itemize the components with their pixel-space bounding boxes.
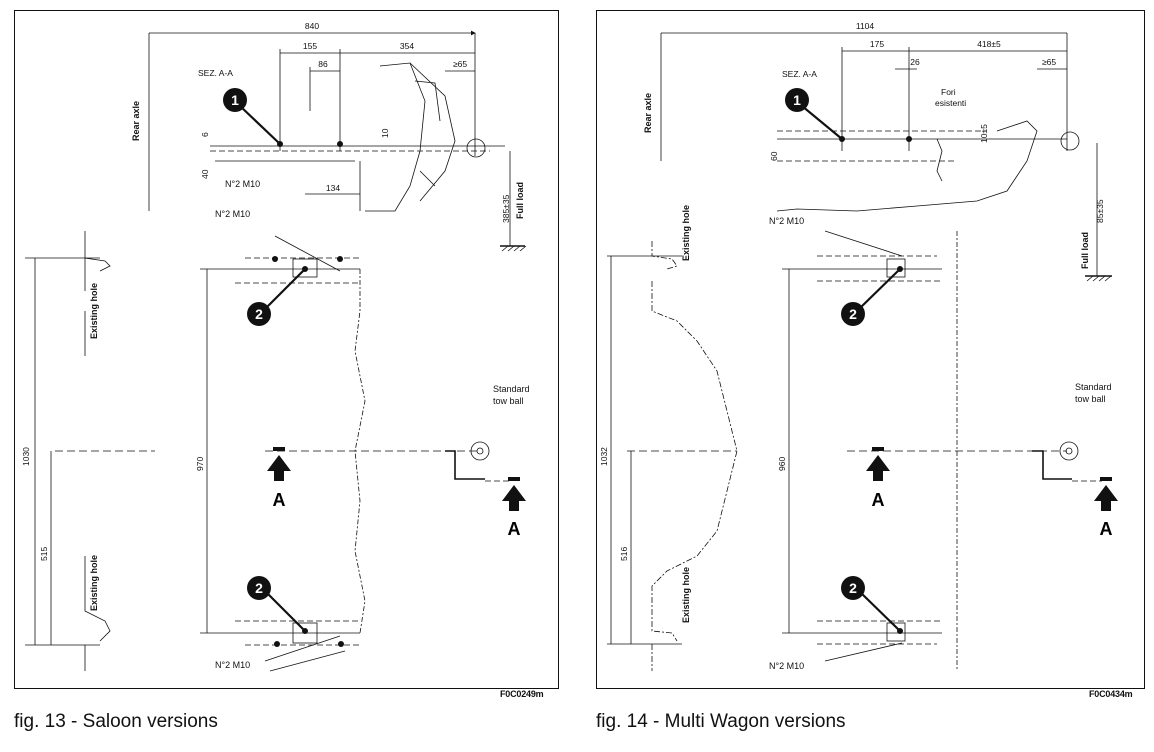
dim-overall: 840	[305, 21, 319, 31]
section-label: SEZ. A-A	[198, 68, 233, 78]
callout-2-bottom-badge-2	[841, 576, 865, 600]
rear-axle-label: Rear axle	[131, 101, 141, 141]
figure-13-drawing: 1 2 2 A A 840 155 86 354 ≥65 SEZ. A-A 6 …	[21, 21, 530, 672]
dim-86: 86	[318, 59, 328, 69]
callout-2-bottom-badge	[247, 576, 271, 600]
bolts-label-section: N°2 M10	[225, 179, 260, 189]
bolts-label-bottom-2: N°2 M10	[769, 661, 804, 671]
holes-label-2: esistenti	[935, 98, 966, 108]
callout-1-text-2: 1	[793, 92, 801, 108]
dim-418: 418±5	[977, 39, 1001, 49]
dim-height: 385±35	[501, 194, 511, 223]
full-load-label-2: Full load	[1080, 232, 1090, 269]
callout-2-top-text-2: 2	[849, 306, 857, 322]
dim-spacing: 1030	[21, 447, 31, 466]
bolts-label-top: N°2 M10	[215, 209, 250, 219]
figure-13-code: F0C0249m	[500, 689, 544, 699]
dim-60: 60	[769, 151, 779, 161]
bolts-label-bottom: N°2 M10	[215, 660, 250, 670]
figure-14-caption: fig. 14 - Multi Wagon versions	[596, 711, 846, 732]
existing-hole-bottom-label: Existing hole	[89, 555, 99, 611]
dim-134: 134	[326, 183, 340, 193]
callout-2-top-badge	[247, 302, 271, 326]
existing-hole-top-label-2: Existing hole	[681, 205, 691, 261]
callout-1-badge-2	[785, 88, 809, 112]
figure-13-panel: 1 2 2 A A 840 155 86 354 ≥65 SEZ. A-A 6 …	[14, 10, 559, 689]
section-label-2: SEZ. A-A	[782, 69, 817, 79]
dim-half-2: 516	[619, 547, 629, 561]
callout-1-badge	[223, 88, 247, 112]
dim-26: 26	[910, 57, 920, 67]
dim-155: 155	[303, 41, 317, 51]
dim-354: 354	[400, 41, 414, 51]
dim-10: 10	[380, 128, 390, 138]
dim-spacing-2: 1032	[599, 447, 609, 466]
dim-half: 515	[39, 547, 49, 561]
dim-inner: 970	[195, 457, 205, 471]
tow-ball-label-4: tow ball	[1075, 394, 1106, 404]
figure-14-code: F0C0434m	[1089, 689, 1133, 699]
dim-40: 40	[200, 169, 210, 179]
dim-overall-2: 1104	[856, 21, 875, 31]
existing-hole-top-label: Existing hole	[89, 283, 99, 339]
section-mark-a-2: A	[508, 519, 521, 539]
full-load-label: Full load	[515, 182, 525, 219]
tow-ball-label-3: Standard	[1075, 382, 1112, 392]
existing-hole-bottom-label-2: Existing hole	[681, 567, 691, 623]
callout-2-bottom-text-2: 2	[849, 580, 857, 596]
callout-2-top-text: 2	[255, 306, 263, 322]
bolts-label-top-2: N°2 M10	[769, 216, 804, 226]
tow-ball-label-2: tow ball	[493, 396, 524, 406]
callout-2-bottom-text: 2	[255, 580, 263, 596]
dim-clearance-2: ≥65	[1042, 57, 1056, 67]
dim-height-2: 85±35	[1095, 199, 1105, 223]
figure-14-panel: 1 2 2 A A 1104 175 26 418±5 ≥65 SEZ. A-A…	[596, 10, 1145, 689]
dim-10-2: 10±5	[979, 124, 989, 143]
dim-clearance: ≥65	[453, 59, 467, 69]
rear-axle-label-2: Rear axle	[643, 93, 653, 133]
section-mark-a-1: A	[273, 490, 286, 510]
section-mark-a-4: A	[1100, 519, 1113, 539]
callout-1-text: 1	[231, 92, 239, 108]
callout-2-top-badge-2	[841, 302, 865, 326]
figure-13-caption: fig. 13 - Saloon versions	[14, 711, 218, 732]
section-mark-a-3: A	[872, 490, 885, 510]
figure-14-drawing: 1 2 2 A A 1104 175 26 418±5 ≥65 SEZ. A-A…	[599, 21, 1118, 671]
dim-175: 175	[870, 39, 884, 49]
holes-label-1: Fori	[941, 87, 956, 97]
dim-inner-2: 960	[777, 457, 787, 471]
dim-6: 6	[200, 132, 210, 137]
tow-ball-label-1: Standard	[493, 384, 530, 394]
